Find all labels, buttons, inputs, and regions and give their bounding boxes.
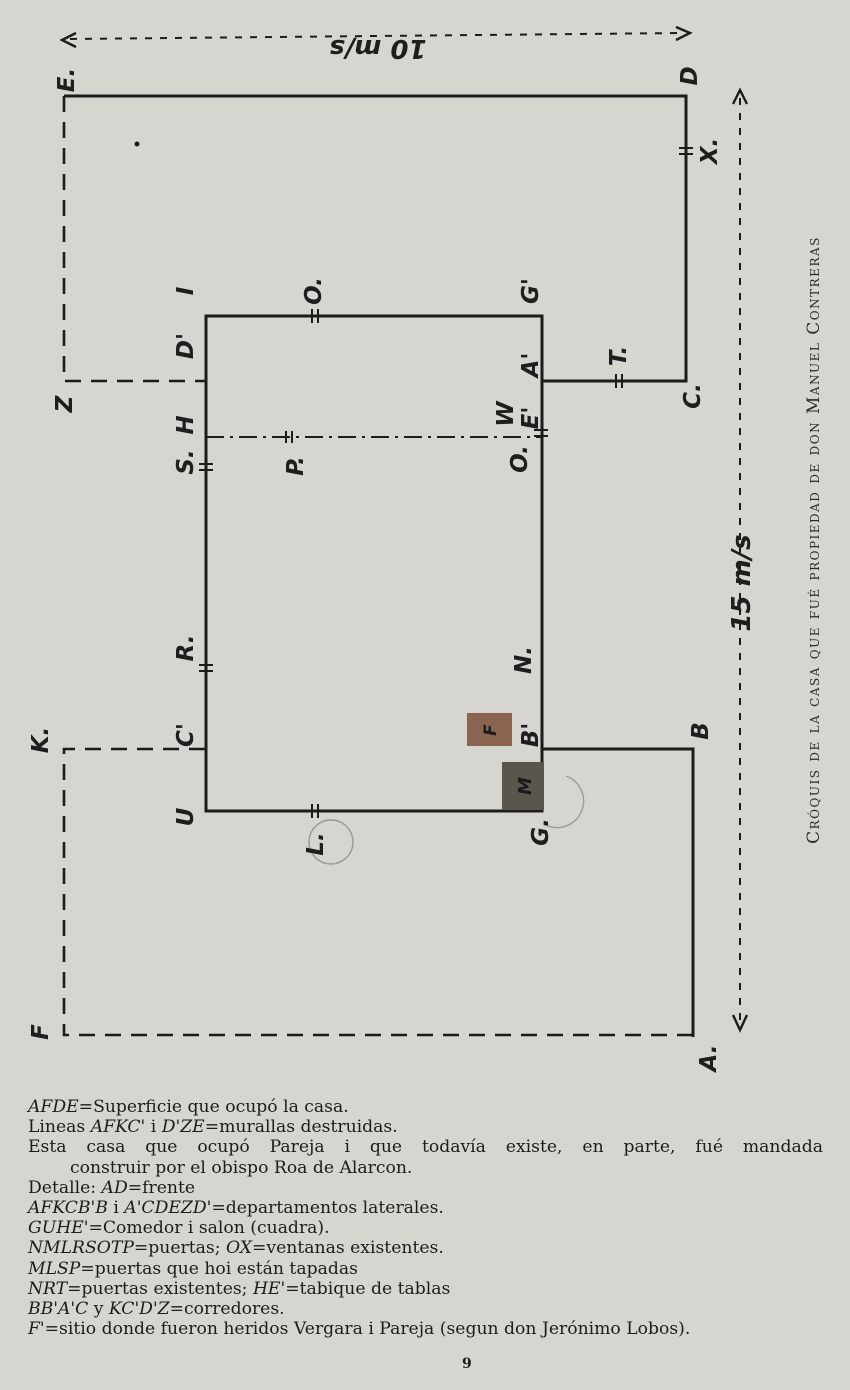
label-o-top: O. — [301, 277, 327, 305]
legend-line: AFDE=Superficie que ocupó la casa. — [28, 1097, 823, 1117]
circle-mark-g — [547, 775, 585, 829]
legend-line: Detalle: AD=frente — [28, 1178, 823, 1198]
label-z: Z — [52, 394, 78, 413]
label-a-prime: A' — [518, 353, 544, 380]
marker-m-spot — [502, 762, 544, 810]
legend-text: Detalle: — [28, 1177, 102, 1198]
legend-line: Lineas AFKC' i D'ZE=murallas destruidas. — [28, 1117, 823, 1137]
label-k: K. — [28, 727, 54, 754]
room-guhe — [204, 314, 544, 813]
legend-key: AD — [101, 1177, 128, 1198]
dim-arrowhead-side-bottom — [731, 1014, 749, 1033]
label-u: U — [173, 807, 199, 826]
legend-key: MLSP — [28, 1258, 81, 1279]
legend-key: AFDE — [28, 1097, 79, 1117]
legend-text: =Superficie que ocupó la casa. — [78, 1097, 349, 1117]
dim-arrowhead-side-top — [731, 87, 749, 105]
label-e: E. — [54, 68, 80, 92]
label-c-prime: C' — [173, 723, 199, 747]
legend-line: NRT=puertas existentes; HE'=tabique de t… — [28, 1279, 823, 1299]
legend-text: i — [145, 1117, 162, 1138]
legend-line: Esta casa que ocupó Pareja i que todavía… — [28, 1137, 823, 1158]
label-o-mid: O. — [507, 445, 533, 473]
legend-text: y — [88, 1299, 109, 1320]
label-x: X. — [697, 138, 723, 166]
legend-key: D'ZE — [161, 1117, 205, 1138]
house-floor-plan: E. D X. I O. G' Z D' A' T. C. H W E' S. … — [28, 25, 824, 1073]
legend-text: =puertas; — [133, 1238, 226, 1259]
label-f: F — [28, 1024, 54, 1040]
legend-line: construir por el obispo Roa de Alarcon. — [70, 1157, 413, 1178]
legend-text: =puertas existentes; — [67, 1278, 253, 1299]
legend-key: BB'A'C — [28, 1299, 89, 1320]
label-p: P. — [283, 456, 309, 476]
legend-key: F' — [28, 1319, 45, 1340]
legend-line: NMLRSOTP=puertas; OX=ventanas existentes… — [28, 1238, 823, 1258]
legend-text: Lineas — [28, 1117, 91, 1138]
label-s: S. — [173, 449, 199, 474]
legend-key: KC'D'Z — [108, 1299, 170, 1320]
legend-text: =murallas destruidas. — [204, 1117, 398, 1138]
label-f-mark: F — [481, 724, 501, 736]
dim-arrowhead-top-right — [675, 25, 693, 42]
label-t: T. — [606, 346, 632, 367]
diagram-labels: E. D X. I O. G' Z D' A' T. C. H W E' S. … — [28, 33, 824, 1073]
legend-text: =corredores. — [169, 1299, 285, 1320]
legend-text: =tabique de tablas — [285, 1278, 451, 1299]
legend-key: GUHE' — [28, 1218, 89, 1239]
legend: AFDE=Superficie que ocupó la casa. Linea… — [28, 1097, 823, 1339]
label-g-prime: G' — [518, 278, 544, 304]
legend-key: AFKC' — [90, 1117, 146, 1138]
label-m: M — [515, 777, 536, 795]
label-i: I — [173, 286, 199, 295]
circle-mark-l — [308, 819, 354, 865]
dimension-top-label: 10 m/s — [329, 33, 426, 63]
label-c: C. — [680, 383, 706, 409]
legend-key: A'CDEZD' — [124, 1198, 212, 1219]
wall-b-a — [541, 747, 695, 1037]
label-b-prime: B' — [518, 723, 544, 748]
legend-line: BB'A'C y KC'D'Z=corredores. — [28, 1299, 823, 1319]
page-number: 9 — [462, 1356, 472, 1372]
label-h: H — [173, 415, 199, 434]
dim-arrowhead-top-left — [59, 31, 77, 49]
legend-line: F'=sitio donde fueron heridos Vergara i … — [28, 1319, 823, 1339]
label-e-prime: E' — [518, 407, 544, 430]
label-l: L. — [303, 832, 329, 855]
label-w: W — [493, 400, 519, 427]
legend-key: HE' — [252, 1278, 286, 1299]
legend-line: GUHE'=Comedor i salon (cuadra). — [28, 1218, 823, 1238]
legend-text: i — [107, 1198, 125, 1219]
legend-text: =puertas que hoi están tapadas — [80, 1258, 358, 1279]
legend-text: =sitio donde fueron heridos Vergara i Pa… — [44, 1319, 691, 1340]
wall-destroyed-e-z-d — [62, 96, 206, 383]
label-g: G. — [528, 818, 554, 846]
legend-text: =Comedor i salon (cuadra). — [88, 1218, 330, 1239]
label-n: N. — [511, 646, 537, 674]
legend-text: =ventanas existentes. — [252, 1238, 444, 1259]
legend-key: NRT — [28, 1278, 68, 1299]
label-b: B — [688, 722, 714, 740]
legend-text: =frente — [127, 1177, 196, 1198]
label-d-prime: D' — [173, 333, 199, 359]
diagram-caption: Cróquis de la casa que fué propiedad de … — [804, 236, 824, 844]
legend-key: NMLRSOTP — [28, 1238, 134, 1259]
wall-destroyed-a-f-k-c — [62, 747, 693, 1037]
wall-outer-e-d-c — [64, 94, 688, 383]
legend-line: MLSP=puertas que hoi están tapadas — [28, 1259, 823, 1279]
marker-f-spot — [467, 713, 512, 746]
legend-text: =departamentos laterales. — [211, 1198, 444, 1219]
dimension-side-label: 15 m/s — [727, 534, 757, 631]
dot-mark — [134, 141, 140, 147]
label-r: R. — [173, 635, 199, 662]
legend-line: AFKCB'B i A'CDEZD'=departamentos lateral… — [28, 1198, 823, 1218]
door-ticks — [199, 147, 693, 818]
label-a: A. — [696, 1045, 722, 1074]
legend-key: AFKCB'B — [28, 1198, 108, 1219]
label-d: D — [677, 66, 703, 85]
dim-arrow-top — [69, 32, 683, 40]
legend-key: OX — [225, 1238, 253, 1259]
